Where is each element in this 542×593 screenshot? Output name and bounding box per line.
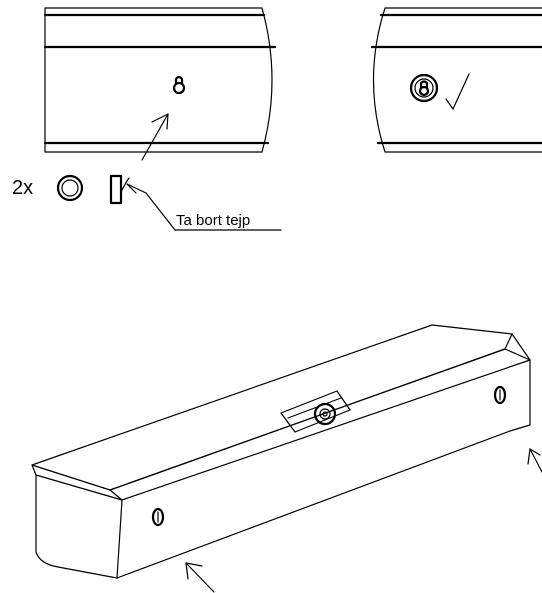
housing-isometric-view: [31, 324, 542, 593]
arrow-icon: [141, 113, 169, 161]
detail-mounted-view: [370, 7, 542, 153]
mounting-button-icon: [313, 402, 337, 426]
callout-leader: [126, 183, 282, 231]
mounting-button-icon: [409, 73, 439, 103]
detail-keyhole-slot-view: [43, 7, 277, 161]
callout-text: Ta bort tejp: [176, 212, 250, 229]
keyhole-slot-icon: [172, 75, 186, 95]
tape-strip-icon: [109, 174, 130, 205]
keyhole-slot-icon: [151, 507, 165, 527]
top-window: [280, 390, 351, 433]
arrow-icon: [185, 562, 215, 593]
parts-row: 2x Ta bort tejp: [12, 174, 282, 231]
keyhole-slot-icon: [493, 385, 507, 405]
button-part-icon: [56, 174, 84, 202]
arrow-icon: [527, 448, 542, 473]
quantity-label: 2x: [12, 177, 33, 199]
check-icon: [445, 73, 470, 110]
